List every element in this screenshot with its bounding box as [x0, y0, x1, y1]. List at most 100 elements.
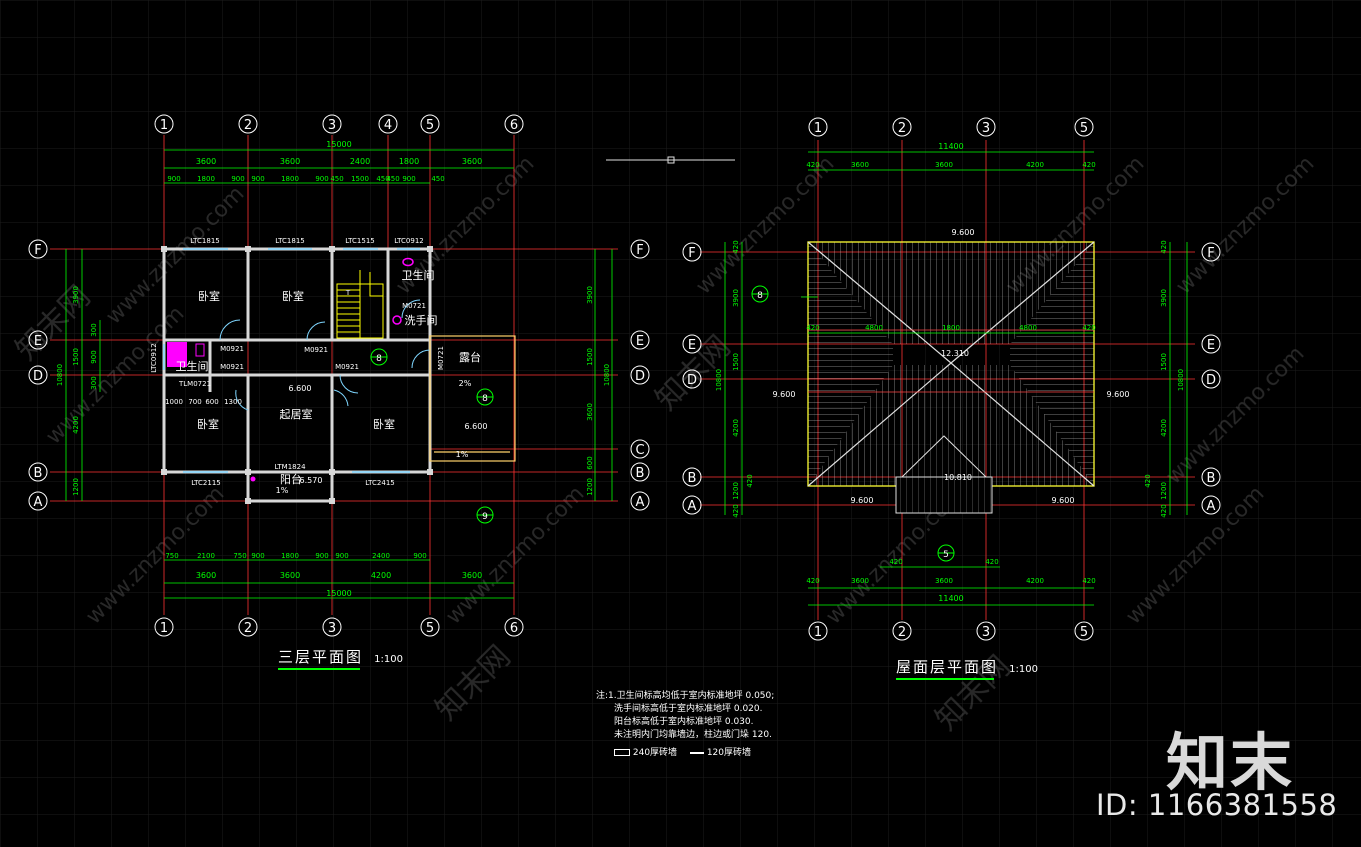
roof-axis-bottom-2-label: 2: [898, 625, 906, 640]
roof-axis-bottom-1-bubble: [808, 621, 828, 641]
roof-dim-top-bay: 4200: [1026, 161, 1044, 169]
roof-axis-right-F-bubble: [1201, 242, 1221, 262]
dim-top-bay: 3600: [280, 157, 300, 166]
dim-top-bay: 3600: [196, 157, 216, 166]
dim-top-bay: 1800: [399, 157, 419, 166]
window-label: LTC1815: [275, 237, 305, 245]
dim-left: 1200: [72, 478, 80, 496]
door-label: M0921: [220, 363, 244, 371]
axis-right-C-label: C: [635, 443, 644, 458]
dim-top-detail: 450: [376, 175, 389, 183]
third-floor-plan: [50, 135, 618, 615]
roof-axis-top-5-bubble: [1074, 117, 1094, 137]
general-notes: 注:1.卫生间标高均低于室内标准地坪 0.050; 洗手间标高低于室内标准地坪 …: [596, 690, 796, 760]
dim-bottom-detail: 900: [335, 552, 348, 560]
axis-left-D-bubble: [28, 365, 48, 385]
roof-dim-right: 1500: [1160, 353, 1168, 371]
dim-left-inner: 300: [90, 323, 98, 336]
roof-axis-right-A-bubble: [1201, 495, 1221, 515]
dim-top-detail: 900: [167, 175, 180, 183]
roof-dim-bottom-bay: 4200: [1026, 577, 1044, 585]
roof-dim-right-total: 10800: [1177, 369, 1185, 391]
axis-left-D-label: D: [33, 369, 43, 384]
dim-right: 3900: [586, 286, 594, 304]
roof-axis-left-E-label: E: [688, 338, 696, 353]
axis-right-B-label: B: [636, 466, 645, 481]
axis-right-F-label: F: [636, 243, 643, 258]
roof-dim-bottom-small: 420: [985, 558, 998, 566]
dim-top-bay: 3600: [462, 157, 482, 166]
dim-bottom-detail: 2400: [372, 552, 390, 560]
window-label: LTC0912: [150, 343, 158, 373]
dim-bottom-bay: 4200: [371, 571, 391, 580]
roof-axis-bottom-1-label: 1: [814, 625, 822, 640]
roof-dim-left: 420: [732, 240, 740, 253]
dim-top-bay: 2400: [350, 157, 370, 166]
window-label: LTC2415: [365, 479, 395, 487]
roof-dim-mid: 420: [806, 324, 819, 332]
axis-bottom-5-label: 5: [426, 621, 434, 636]
dim-left-inner: 900: [90, 350, 98, 363]
detail-dim: 1000: [165, 398, 183, 406]
right-plan-title: 屋面层平面图: [896, 658, 999, 676]
axis-bottom-2-bubble: [238, 617, 258, 637]
image-id-label: ID: 1166381558: [1096, 788, 1338, 822]
detail-callout-balcony-label: 9: [482, 512, 488, 522]
axis-top-3-label: 3: [328, 118, 336, 133]
dim-bottom-detail: 900: [315, 552, 328, 560]
dim-left: 4200: [72, 416, 80, 434]
room-label: 露台: [459, 350, 481, 364]
dim-bottom-detail: 1800: [281, 552, 299, 560]
window-label: LTC2115: [191, 479, 221, 487]
roof-hatching: [808, 242, 1094, 486]
roof-axis-left-E-bubble: [682, 334, 702, 354]
roof-dim-top-bay: 420: [806, 161, 819, 169]
roof-dim-bottom-small: 420: [889, 558, 902, 566]
roof-dim-bottom-bay: 420: [1082, 577, 1095, 585]
dim-bottom-bay: 3600: [280, 571, 300, 580]
axis-right-E-bubble: [630, 330, 650, 350]
brand-logo: 知末: [1166, 726, 1295, 799]
roof-elevation-mark: 9.600: [952, 228, 975, 237]
roof-dim-left-small: 420: [746, 474, 754, 487]
detail-dim: 700: [188, 398, 201, 406]
slope-mark: 2%: [459, 379, 472, 388]
roof-plan: [700, 140, 1195, 620]
wall-legend: 240厚砖墙 120厚砖墙: [596, 747, 796, 760]
roof-elevation-mark: 9.600: [1052, 496, 1075, 505]
detail-callout-terrace-label: 8: [482, 394, 488, 404]
roof-axis-bottom-5-label: 5: [1080, 625, 1088, 640]
dim-top-total: 15000: [326, 140, 351, 149]
axis-top-5-bubble: [420, 114, 440, 134]
stair-mark: T: [345, 289, 351, 297]
right-plan-scale: 1:100: [1009, 664, 1038, 675]
roof-axis-top-1-bubble: [808, 117, 828, 137]
roof-axis-left-F-bubble: [682, 242, 702, 262]
roof-elevation-mark: 12.310: [941, 349, 969, 358]
roof-axis-right-E-bubble: [1201, 334, 1221, 354]
roof-axis-top-1-label: 1: [814, 121, 822, 136]
axis-left-E-bubble: [28, 330, 48, 350]
dim-top-detail: 450: [386, 175, 399, 183]
axis-top-6-label: 6: [510, 118, 518, 133]
room-label: 卧室: [373, 417, 395, 431]
axis-right-E-label: E: [636, 334, 644, 349]
dim-top-detail: 1800: [197, 175, 215, 183]
roof-dim-bottom-bay: 3600: [935, 577, 953, 585]
axis-bottom-3-bubble: [322, 617, 342, 637]
dim-bottom-detail: 750: [233, 552, 246, 560]
roof-dim-mid: 4800: [865, 324, 883, 332]
legend-120-label: 120厚砖墙: [706, 748, 751, 758]
right-plan-title-block: 屋面层平面图 1:100: [896, 656, 1046, 680]
roof-elevation-mark: 9.600: [1107, 390, 1130, 399]
terrace-outline: [429, 335, 516, 462]
roof-axis-bottom-3-bubble: [976, 621, 996, 641]
axis-top-4-bubble: [378, 114, 398, 134]
bathroom-fixtures: [167, 257, 414, 482]
note-line-4: 未注明内门均靠墙边，柱边或门垛 120.: [614, 730, 772, 740]
axis-right-D-bubble: [630, 365, 650, 385]
stair: [336, 270, 384, 339]
slope-mark: 1%: [456, 450, 469, 459]
window-label: LTC1515: [345, 237, 375, 245]
